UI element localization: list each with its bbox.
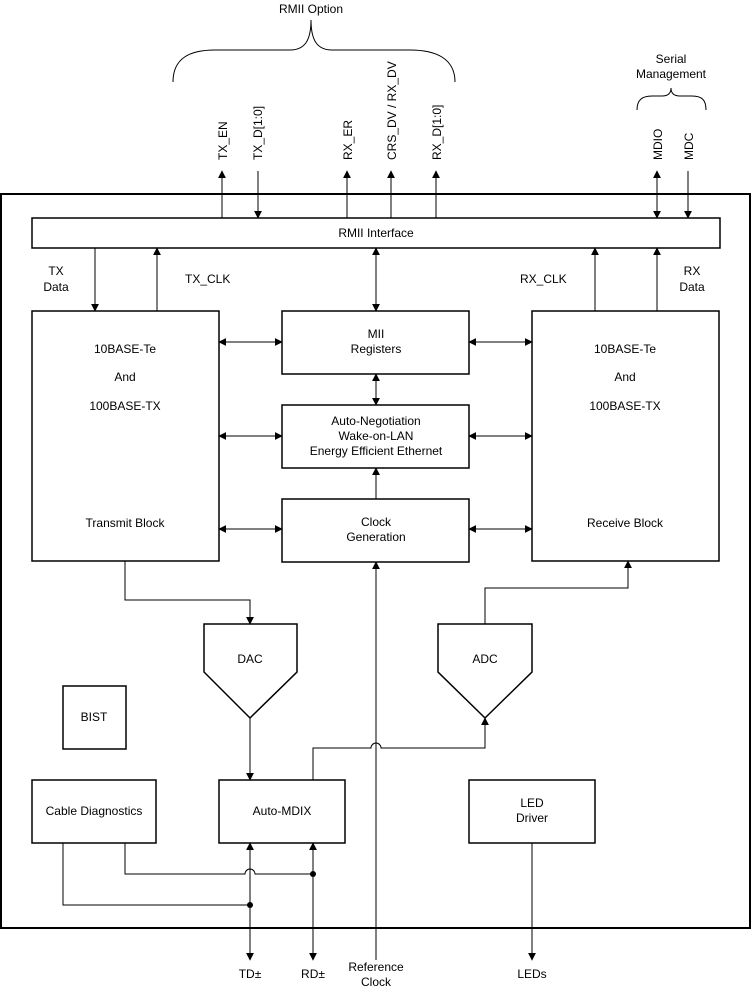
cable-diag-td-wire <box>62 843 250 906</box>
rd-junction <box>310 871 316 877</box>
autoneg-line1: Auto-Negotiation <box>331 414 420 428</box>
tx-en-label: TX_EN <box>216 121 230 160</box>
tx-d-label: TX_D[1:0] <box>251 106 265 160</box>
clock-generation-line2: Generation <box>346 530 405 544</box>
dac-label: DAC <box>237 652 263 666</box>
receive-block-line1: 10BASE-Te <box>594 342 656 356</box>
serial-management-brace <box>636 87 707 111</box>
led-driver-box <box>468 779 596 844</box>
serial-management-label-line1: Serial <box>656 52 687 66</box>
auto-mdix-box <box>218 779 346 844</box>
tx-dac-wire <box>124 561 254 625</box>
crs-dv-label: CRS_DV / RX_DV <box>385 61 399 160</box>
rmii-interface-label: RMII Interface <box>338 226 414 240</box>
transmit-block-title: Transmit Block <box>86 516 166 530</box>
rx-d-label: RX_D[1:0] <box>430 105 444 160</box>
receive-block-title: Receive Block <box>587 516 664 530</box>
rd-label: RD± <box>301 967 325 981</box>
rx-clk-label: RX_CLK <box>520 272 567 286</box>
tx-data-label-line1: TX <box>48 264 63 278</box>
cable-diag-rd-wire <box>124 843 313 875</box>
reference-clock-label-line2: Clock <box>361 975 392 989</box>
cable-diagnostics-box <box>31 779 157 844</box>
tx-clk-label: TX_CLK <box>185 272 230 286</box>
clock-generation-box <box>281 498 470 563</box>
clock-generation-line1: Clock <box>361 515 392 529</box>
reference-clock-label-line1: Reference <box>348 960 404 974</box>
cable-diagnostics-label: Cable Diagnostics <box>46 804 143 818</box>
mdio-label: MDIO <box>651 129 665 160</box>
adc-shape <box>437 623 533 720</box>
led-driver-line1: LED <box>520 796 544 810</box>
receive-block-line2: And <box>614 370 635 384</box>
autoneg-line3: Energy Efficient Ethernet <box>310 444 443 458</box>
autoneg-line2: Wake-on-LAN <box>339 429 414 443</box>
receive-block-line3: 100BASE-TX <box>589 399 660 413</box>
rmii-option-label: RMII Option <box>279 2 343 16</box>
serial-management-label-line2: Management <box>636 67 707 81</box>
bist-box <box>62 685 127 750</box>
auto-mdix-label: Auto-MDIX <box>253 804 312 818</box>
adc-rx-wire <box>484 560 632 624</box>
dac-shape <box>203 623 298 720</box>
bist-label: BIST <box>81 710 108 724</box>
transmit-block-line2: And <box>114 370 135 384</box>
rx-er-label: RX_ER <box>341 120 355 160</box>
td-junction <box>247 902 253 908</box>
transmit-block-line3: 100BASE-TX <box>89 399 160 413</box>
mii-registers-line1: MII <box>368 327 385 341</box>
led-driver-line2: Driver <box>516 811 548 825</box>
transmit-block-line1: 10BASE-Te <box>94 342 156 356</box>
rx-data-label-line1: RX <box>684 264 701 278</box>
mii-registers-line2: Registers <box>351 342 402 356</box>
td-label: TD± <box>239 967 262 981</box>
rx-data-label-line2: Data <box>679 280 705 294</box>
mdix-adc-wire <box>312 717 489 780</box>
mdc-label: MDC <box>682 132 696 160</box>
adc-label: ADC <box>472 652 498 666</box>
rmii-option-brace <box>172 19 456 83</box>
leds-label: LEDs <box>517 967 546 981</box>
tx-data-label-line2: Data <box>43 280 69 294</box>
